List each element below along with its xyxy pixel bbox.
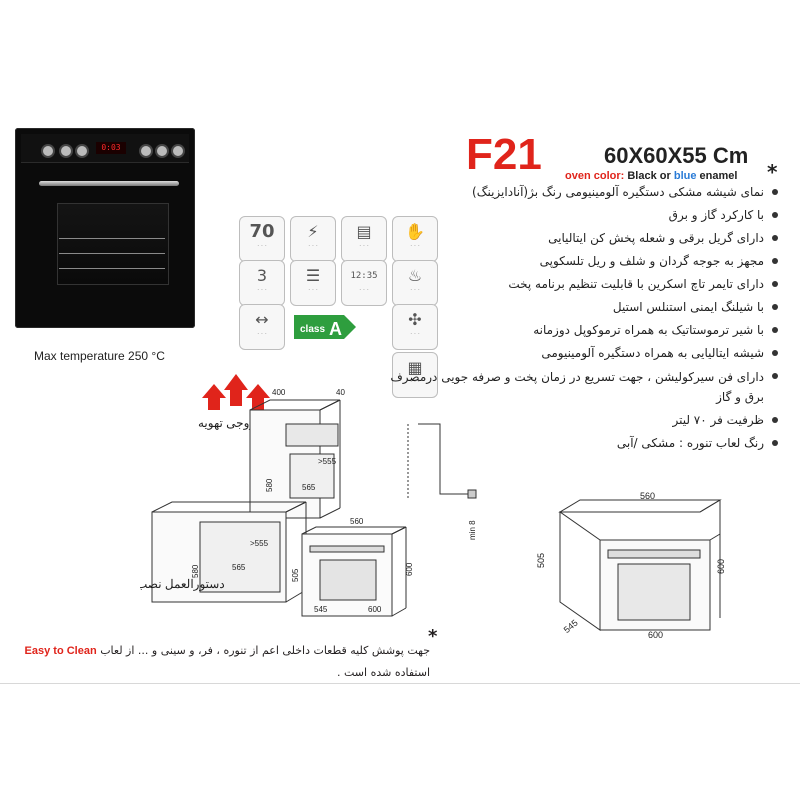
dim-label: 580 bbox=[265, 478, 274, 492]
bullet-icon bbox=[772, 281, 778, 287]
door-handle bbox=[39, 181, 179, 186]
bullet-icon bbox=[772, 189, 778, 195]
model-title: F21 bbox=[466, 130, 542, 179]
timer-icon: 12:35· · · bbox=[341, 260, 387, 306]
product-dimension-diagram: 560 505 600 545 600 bbox=[536, 491, 726, 640]
dim-label: 600 bbox=[405, 562, 414, 576]
control-knob-icon: ▤· · · bbox=[341, 216, 387, 262]
asterisk-marker: * bbox=[767, 160, 778, 184]
energy-class-label: class bbox=[300, 324, 325, 335]
dim-label: >555 bbox=[250, 539, 269, 548]
footnote-text: استفاده شده است . bbox=[337, 666, 430, 679]
energy-class-letter: A bbox=[329, 319, 342, 339]
feature-item: رنگ لعاب تنوره : مشکی /آبی bbox=[378, 432, 778, 455]
feature-item: با کارکرد گاز و برق bbox=[378, 204, 778, 227]
bullet-icon bbox=[772, 258, 778, 264]
color-enamel: enamel bbox=[699, 170, 738, 182]
oven-window bbox=[57, 203, 169, 285]
temperature-icon: 70· · · bbox=[239, 216, 285, 262]
feature-item: دارای تایمر تاچ اسکرین با قابلیت تنظیم ب… bbox=[378, 273, 778, 296]
dim-label: 580 bbox=[191, 564, 200, 578]
max-temperature-label: Max temperature 250 °C bbox=[34, 349, 165, 363]
knob-icon bbox=[155, 144, 169, 158]
dim-label: 545 bbox=[314, 605, 328, 614]
knob-icon bbox=[59, 144, 73, 158]
dim-label: 560 bbox=[640, 491, 655, 501]
dim-label: 400 bbox=[272, 388, 286, 397]
feature-item: با شیلنگ ایمنی استنلس استیل bbox=[378, 296, 778, 319]
dim-label: 545 bbox=[562, 618, 580, 635]
dim-label: 600 bbox=[368, 605, 382, 614]
dim-label: 40 bbox=[336, 388, 345, 397]
footnote: جهت پوشش کلیه قطعات داخلی اعم از تنوره ،… bbox=[10, 640, 430, 684]
feature-item: مجهز به جوجه گردان و شلف و ریل تلسکوپی bbox=[378, 250, 778, 273]
knob-icon bbox=[41, 144, 55, 158]
footnote-asterisk: * bbox=[428, 626, 438, 647]
dim-label: 565 bbox=[302, 483, 316, 492]
rotisserie-icon: ▦· · · bbox=[392, 352, 438, 398]
divider bbox=[0, 683, 800, 684]
energy-class-badge: class A bbox=[294, 315, 356, 339]
feature-list: نمای شیشه مشکی دستگیره آلومینیومی رنگ بژ… bbox=[378, 181, 778, 455]
feature-item: دارای فن سیرکولیشن ، جهت تسریع در زمان پ… bbox=[378, 365, 778, 409]
timer-display: 0:03 bbox=[96, 142, 126, 154]
dim-label: 560 bbox=[350, 517, 364, 526]
knob-icon bbox=[139, 144, 153, 158]
bullet-icon bbox=[772, 327, 778, 333]
easy-to-clean-label: Easy to Clean bbox=[24, 645, 97, 657]
oven-photo: 0:03 bbox=[15, 128, 195, 328]
feature-item: دارای گریل برقی و شعله پخش کن ایتالیایی bbox=[378, 227, 778, 250]
dim-label: 600 bbox=[648, 630, 663, 640]
dim-label: 505 bbox=[291, 568, 300, 582]
telescopic-rail-icon: ↔· · · bbox=[239, 304, 285, 350]
footnote-line: استفاده شده است . bbox=[10, 662, 430, 684]
dim-label: >555 bbox=[318, 457, 337, 466]
footnote-line: جهت پوشش کلیه قطعات داخلی اعم از تنوره ،… bbox=[10, 640, 430, 662]
knob-icon bbox=[75, 144, 89, 158]
color-black: Black bbox=[627, 170, 657, 182]
feature-item: ظرفیت فر ۷۰ لیتر bbox=[378, 409, 778, 432]
bullet-icon bbox=[772, 417, 778, 423]
footnote-text: جهت پوشش کلیه قطعات داخلی اعم از تنوره ،… bbox=[100, 644, 430, 657]
vent-label: خروجی تهویه bbox=[198, 416, 263, 430]
oven-rack bbox=[59, 253, 165, 254]
product-dimensions: 60X60X55 Cm bbox=[604, 143, 749, 168]
fan-circulation-icon: ✣· · · bbox=[392, 304, 438, 350]
bullet-icon bbox=[772, 235, 778, 241]
bullet-icon bbox=[772, 304, 778, 310]
electric-ignition-icon: ⚡· · · bbox=[290, 216, 336, 262]
feature-item: با شیر ترموستاتیک به همراه ترموکوپل دوزم… bbox=[378, 319, 778, 342]
color-blue: blue bbox=[673, 170, 697, 182]
bullet-icon bbox=[772, 373, 778, 379]
dim-label: 505 bbox=[536, 553, 546, 568]
oven-color-line: oven color: Black or blue enamel bbox=[565, 170, 737, 182]
rack-icon: ☰· · · bbox=[290, 260, 336, 306]
bullet-icon bbox=[772, 212, 778, 218]
feature-item: نمای شیشه مشکی دستگیره آلومینیومی رنگ بژ… bbox=[378, 181, 778, 204]
control-panel: 0:03 bbox=[21, 134, 189, 163]
bullet-icon bbox=[772, 350, 778, 356]
knob-icon bbox=[171, 144, 185, 158]
feature-item: شیشه ایتالیایی به همراه دستگیره آلومینیو… bbox=[378, 342, 778, 365]
oven-rack bbox=[59, 238, 165, 239]
install-label: دستورالعمل نصب bbox=[140, 577, 225, 591]
oven-color-label: oven color: bbox=[565, 170, 625, 182]
fan-icon: 3· · · bbox=[239, 260, 285, 306]
dim-label: 600 bbox=[716, 559, 726, 574]
bullet-icon bbox=[772, 440, 778, 446]
oven-rack bbox=[59, 268, 165, 269]
color-or: or bbox=[659, 170, 671, 182]
installation-diagram: خروجی تهویه 400 40 >555 580 565 >555 580… bbox=[140, 374, 477, 617]
dim-label: 565 bbox=[232, 563, 246, 572]
dim-label: min 8 bbox=[468, 520, 477, 540]
